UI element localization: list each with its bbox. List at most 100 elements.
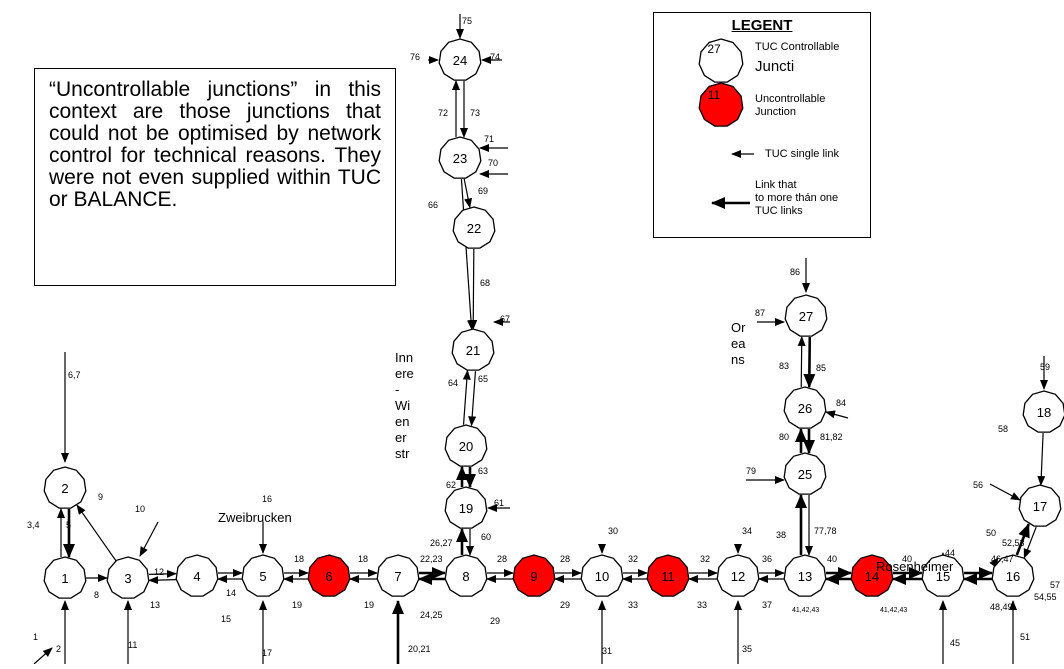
- junction-node-label: 3: [124, 571, 131, 586]
- link-number-label: 54,55: [1034, 592, 1057, 602]
- link-number-label: 36: [762, 554, 772, 564]
- external-link-arrow: [825, 410, 849, 419]
- junction-node-label: 23: [453, 151, 467, 166]
- junction-node-10: 10: [580, 554, 624, 597]
- link-number-label: 2: [56, 644, 61, 654]
- legend-single-link-label: TUC single link: [765, 148, 839, 160]
- link-number-label: 28: [497, 554, 507, 564]
- link-number-label: 16: [262, 494, 272, 504]
- controllable-junction-shape: [452, 206, 496, 249]
- link-number-label: 41,42,43: [792, 607, 819, 614]
- junction-node-14: 14: [850, 554, 894, 597]
- link-number-label: 17: [262, 648, 272, 658]
- legend-controllable-symbol: 27: [698, 38, 744, 83]
- street-label-innere-part: Inn: [395, 350, 414, 365]
- junction-node-9: 9: [512, 554, 556, 597]
- link-number-label: 46,47: [991, 554, 1014, 564]
- link-number-label: 12: [154, 567, 164, 577]
- junction-node-13: 13: [783, 554, 827, 597]
- controllable-junction-shape: [580, 554, 624, 597]
- junction-node-label: 15: [936, 569, 950, 584]
- link-number-label: 6,7: [68, 370, 81, 380]
- link-27-26: [803, 337, 816, 389]
- junction-node-label: 25: [798, 467, 812, 482]
- junction-node-5: 5: [241, 554, 285, 597]
- legend-controllable-label-1: TUC Controllable: [755, 41, 840, 53]
- controllable-junction-shape: [783, 386, 827, 429]
- link-number-label: 67: [500, 314, 510, 324]
- junction-node-4: 4: [175, 554, 219, 597]
- junction-node-label: 26: [798, 401, 812, 416]
- link-number-label: 60: [481, 532, 491, 542]
- link-number-label: 69: [478, 186, 488, 196]
- junction-node-label: 13: [798, 569, 812, 584]
- junction-node-label: 10: [595, 569, 609, 584]
- link-number-label: 37: [762, 600, 772, 610]
- junction-node-11: 11: [646, 554, 690, 597]
- link-number-label: 38: [776, 530, 786, 540]
- link-number-label: 3,4: [27, 520, 40, 530]
- junction-node-label: 5: [259, 569, 266, 584]
- junction-node-1: 1: [43, 556, 87, 599]
- link-number-label: 74: [490, 52, 500, 62]
- street-label-innere-part: str: [395, 446, 410, 461]
- link-number-label: 83: [779, 361, 789, 371]
- junction-node-19: 19: [444, 486, 488, 529]
- link-number-label: 28: [560, 554, 570, 564]
- junction-node-21: 21: [451, 328, 495, 371]
- junction-node-27: 27: [784, 294, 828, 337]
- street-label-innere-part: en: [395, 414, 410, 429]
- link-number-label: 80: [779, 432, 789, 442]
- link-number-label: 45: [950, 638, 960, 648]
- link-number-label: 58: [998, 424, 1008, 434]
- controllable-junction-shape: [1018, 484, 1062, 527]
- link-number-label: 19: [292, 600, 302, 610]
- link-16-17: [1015, 523, 1030, 556]
- link-3-4: [148, 569, 177, 578]
- junction-node-label: 22: [467, 221, 481, 236]
- street-label-orleans: Or ea ns: [731, 320, 745, 368]
- junction-node-label: 9: [530, 569, 537, 584]
- junction-node-label: 7: [394, 569, 401, 584]
- legend-title: LEGENT: [731, 17, 793, 34]
- junction-node-24: 24: [438, 38, 482, 81]
- link-number-label: 61: [494, 498, 504, 508]
- link-number-label: 52,53: [1002, 538, 1025, 548]
- controllable-junction-shape: [921, 554, 965, 597]
- link-number-label: 26,27: [430, 538, 453, 548]
- junction-node-label: 12: [731, 569, 745, 584]
- controllable-junction-shape: [716, 554, 760, 597]
- junction-node-label: 16: [1006, 569, 1020, 584]
- link-23-22: [463, 178, 473, 209]
- link-number-label: 9: [98, 492, 103, 502]
- link-number-label: 59: [1040, 362, 1050, 372]
- junction-node-label: 24: [453, 53, 467, 68]
- junction-node-label: 19: [459, 501, 473, 516]
- legend-controllable-label-2: Juncti: [755, 58, 795, 75]
- link-number-label: 1: [33, 632, 38, 642]
- link-number-label: 32: [628, 554, 638, 564]
- note-text: “Uncontrollable junctions” in this conte…: [49, 78, 381, 211]
- link-number-label: 72: [438, 108, 448, 118]
- controllable-junction-shape: [783, 452, 827, 495]
- link-number-label: 13: [150, 600, 160, 610]
- link-number-label: 50: [986, 528, 996, 538]
- link-number-label: 5: [66, 520, 71, 530]
- controllable-junction-shape: [444, 424, 488, 467]
- link-3-2: [76, 504, 117, 562]
- link-22-21: [469, 248, 478, 331]
- external-link-arrow: [989, 557, 999, 568]
- link-number-label: 63: [478, 466, 488, 476]
- junction-node-label: 6: [325, 569, 332, 584]
- link-number-label: 33: [628, 600, 638, 610]
- junction-node-label: 27: [799, 309, 813, 324]
- link-21-20: [468, 371, 477, 427]
- link-number-label: 66: [428, 200, 438, 210]
- link-number-label: 87: [755, 308, 765, 318]
- link-number-label: 29: [490, 616, 500, 626]
- controllable-junction-shape: [991, 554, 1035, 597]
- link-number-label: 64: [448, 378, 458, 388]
- junction-node-label: 14: [865, 569, 879, 584]
- junction-node-15: 15: [921, 554, 965, 597]
- controllable-junction-shape: [241, 554, 285, 597]
